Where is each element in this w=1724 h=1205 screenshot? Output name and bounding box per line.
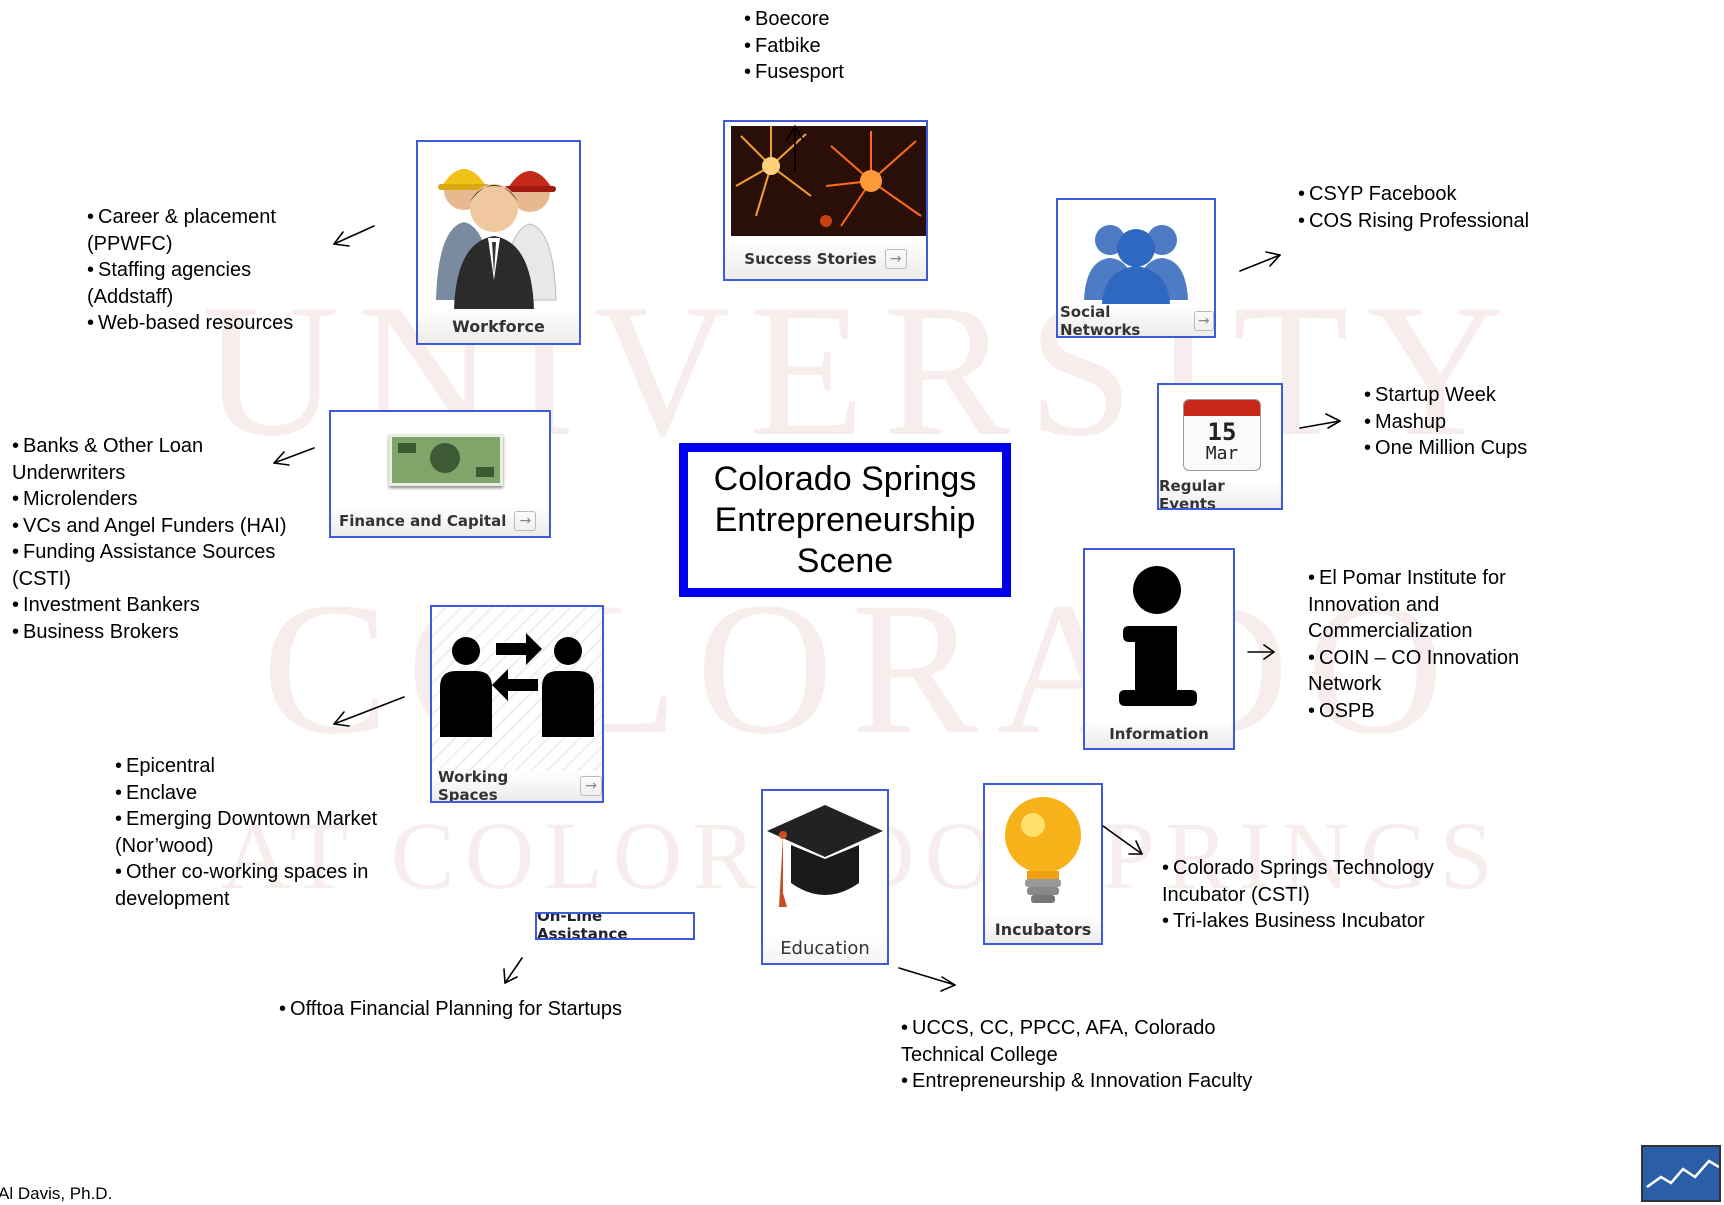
- arrow-right-icon: →: [514, 511, 537, 531]
- social-networks-tile[interactable]: Social Networks →: [1056, 198, 1216, 338]
- list-item: •Tri-lakes Business Incubator: [1162, 910, 1425, 932]
- information-tile[interactable]: Information: [1083, 548, 1235, 750]
- arrow-right-icon: →: [580, 776, 602, 796]
- list-item: •Colorado Springs Technology Incubator (…: [1162, 857, 1434, 906]
- regular-events-label: Regular Events: [1159, 477, 1281, 508]
- online-assistance-tile[interactable]: On-Line Assistance: [535, 912, 695, 940]
- arrow-to-social-list: [1239, 251, 1281, 272]
- incubators-tile[interactable]: Incubators: [983, 783, 1103, 945]
- arrow-right-icon: →: [884, 249, 907, 269]
- social-networks-label: Social Networks: [1060, 303, 1141, 338]
- arrow-right-icon: →: [1193, 311, 1214, 331]
- list-item: •Emerging Downtown Market (Nor’wood): [115, 808, 378, 857]
- list-item: •Business Brokers: [12, 620, 179, 643]
- calendar-month: Mar: [1205, 443, 1239, 464]
- arrow-to-education-list: [898, 967, 956, 992]
- finance-tile[interactable]: Finance and Capital →: [329, 410, 551, 538]
- workforce-tile[interactable]: Workforce: [416, 140, 581, 345]
- list-item: •El Pomar Institute for Innovation and C…: [1308, 567, 1506, 642]
- regular-events-list: •Startup Week •Mashup •One Million Cups: [1364, 382, 1527, 462]
- center-title-box: Colorado Springs Entrepreneurship Scene: [679, 443, 1011, 597]
- regular-events-tile[interactable]: 15 Mar Regular Events: [1157, 383, 1283, 510]
- list-item: •Staffing agencies (Addstaff): [87, 259, 252, 308]
- list-item: •Fusesport: [744, 61, 844, 83]
- working-spaces-label: Working Spaces: [438, 768, 509, 803]
- calendar-icon: 15 Mar: [1183, 399, 1261, 471]
- stock-line-icon: [1646, 1159, 1720, 1189]
- list-item: •VCs and Angel Funders (HAI): [12, 514, 287, 537]
- incubators-label: Incubators: [985, 915, 1101, 943]
- list-item: •Microlenders: [12, 488, 138, 510]
- list-item: •Offtoa Financial Planning for Startups: [279, 998, 623, 1020]
- success-stories-caption: Success Stories →: [725, 239, 926, 279]
- workforce-list: •Career & placement (PPWFC) •Staffing ag…: [87, 204, 327, 337]
- author-credit: Al Davis, Ph.D.: [0, 1184, 113, 1203]
- finance-list: •Banks & Other Loan Underwriters •Microl…: [12, 433, 322, 645]
- list-item: •Epicentral: [115, 755, 215, 777]
- arrow-to-online-list: [503, 957, 523, 984]
- fireworks-icon: [731, 126, 926, 236]
- education-tile[interactable]: Education: [761, 789, 889, 965]
- finance-label: Finance and Capital: [339, 512, 507, 530]
- list-item: •Banks & Other Loan Underwriters: [12, 435, 204, 484]
- finance-caption: Finance and Capital →: [331, 506, 549, 536]
- info-icon: [1119, 566, 1197, 706]
- education-list: •UCCS, CC, PPCC, AFA, Colorado Technical…: [901, 1015, 1301, 1095]
- calendar-day: 15: [1207, 418, 1237, 446]
- list-item: •COS Rising Professional: [1298, 209, 1530, 232]
- list-item: •Boecore: [744, 8, 830, 30]
- success-stories-label: Success Stories: [744, 250, 877, 268]
- list-item: •Mashup: [1364, 410, 1447, 433]
- center-title-line-2: Entrepreneurship: [714, 500, 976, 539]
- arrow-to-success-list: [786, 125, 804, 173]
- arrow-to-workforce-list: [333, 225, 375, 247]
- working-spaces-caption: Working Spaces →: [432, 768, 602, 803]
- list-item: •Entrepreneurship & Innovation Faculty: [901, 1070, 1253, 1092]
- list-item: •Fatbike: [744, 34, 821, 57]
- center-title-line-1: Colorado Springs: [713, 459, 977, 498]
- working-spaces-tile[interactable]: Working Spaces →: [430, 605, 604, 803]
- people-group-icon: [1084, 225, 1188, 304]
- arrow-to-information-list: [1247, 644, 1275, 660]
- working-spaces-list: •Epicentral •Enclave •Emerging Downtown …: [115, 753, 380, 912]
- education-label: Education: [763, 933, 887, 963]
- arrow-to-working-spaces-list: [333, 696, 405, 727]
- list-item: •COIN – CO Innovation Network: [1308, 646, 1520, 696]
- arrow-to-events-list: [1299, 413, 1341, 429]
- graduation-cap-icon: [767, 805, 883, 907]
- list-item: •OSPB: [1308, 699, 1375, 722]
- center-title-line-3: Scene: [796, 541, 894, 580]
- social-networks-caption: Social Networks →: [1058, 303, 1214, 338]
- list-item: •Investment Bankers: [12, 594, 200, 616]
- online-assistance-list: •Offtoa Financial Planning for Startups: [279, 996, 622, 1023]
- workers-icon: [436, 169, 557, 310]
- list-item: •CSYP Facebook: [1298, 183, 1457, 205]
- online-assistance-label: On-Line Assistance: [537, 914, 693, 938]
- arrow-to-finance-list: [273, 447, 315, 466]
- information-label: Information: [1085, 720, 1233, 748]
- list-item: •Career & placement (PPWFC): [87, 206, 276, 255]
- lightbulb-icon: [1005, 797, 1081, 903]
- information-list: •El Pomar Institute for Innovation and C…: [1308, 565, 1553, 724]
- list-item: •Web-based resources: [87, 312, 294, 334]
- arrow-to-incubators-list: [1102, 825, 1143, 855]
- list-item: •Enclave: [115, 781, 198, 804]
- list-item: •Startup Week: [1364, 384, 1496, 406]
- success-stories-list: •Boecore •Fatbike •Fusesport: [744, 6, 844, 86]
- social-networks-list: •CSYP Facebook •COS Rising Professional: [1298, 181, 1529, 234]
- success-stories-tile[interactable]: Success Stories →: [723, 120, 928, 281]
- list-item: •UCCS, CC, PPCC, AFA, Colorado Technical…: [901, 1017, 1216, 1066]
- list-item: •Funding Assistance Sources (CSTI): [12, 541, 276, 590]
- dollar-bill-icon: [389, 434, 503, 486]
- list-item: •Other co-working spaces in development: [115, 861, 369, 910]
- list-item: •One Million Cups: [1364, 437, 1528, 459]
- exchange-people-icon: [440, 633, 594, 737]
- chart-logo-icon: [1641, 1145, 1721, 1202]
- incubators-list: •Colorado Springs Technology Incubator (…: [1162, 855, 1482, 935]
- workforce-label: Workforce: [418, 309, 579, 343]
